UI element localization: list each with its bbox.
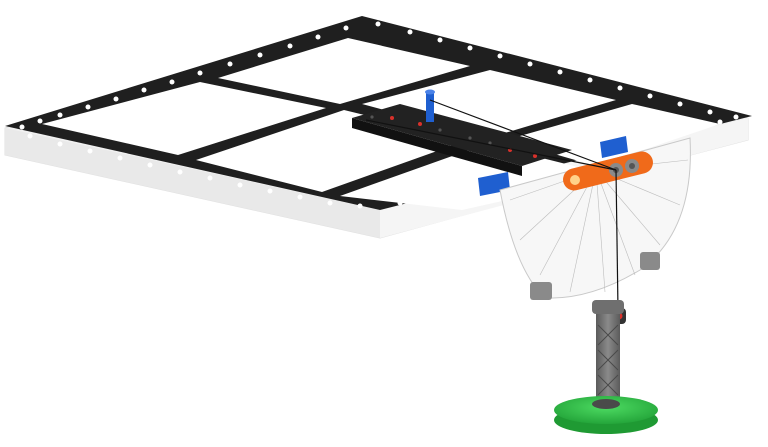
gray-brackets	[530, 252, 660, 300]
field-border-dots	[19, 21, 739, 209]
blue-standoff	[425, 89, 435, 122]
pendulum-strings	[365, 99, 619, 311]
pendulum-base	[554, 396, 658, 434]
pendulum-stand	[592, 300, 624, 402]
field-tiles	[42, 38, 720, 210]
